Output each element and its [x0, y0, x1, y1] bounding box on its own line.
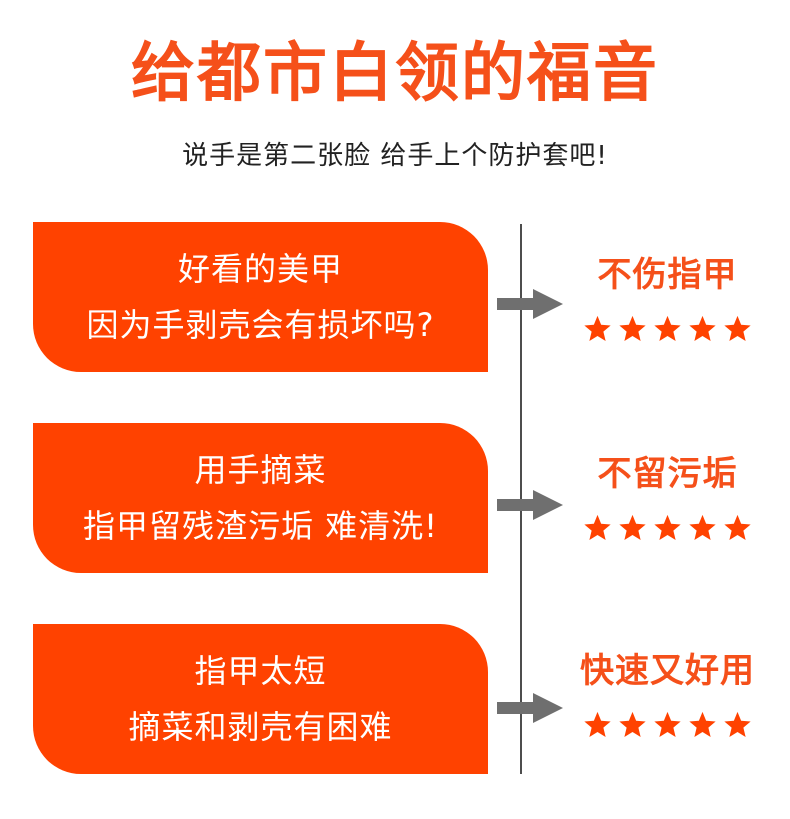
star-icon — [724, 315, 751, 341]
problem-detail: 摘菜和剥壳有困难 — [128, 708, 393, 746]
star-rating — [565, 513, 770, 543]
problem-card: 好看的美甲 因为手剥壳会有损坏吗? — [33, 222, 488, 372]
benefit-label: 快速又好用 — [580, 651, 755, 691]
benefit-block: 不伤指甲 — [565, 258, 770, 344]
arrow-right-icon — [497, 289, 563, 319]
star-icon — [619, 315, 646, 341]
problem-card: 指甲太短 摘菜和剥壳有困难 — [33, 624, 488, 774]
page-subtitle: 说手是第二张脸 给手上个防护套吧! — [182, 141, 608, 171]
problem-detail: 因为手剥壳会有损坏吗? — [86, 306, 435, 344]
star-icon — [689, 711, 716, 737]
star-icon — [724, 514, 751, 540]
star-icon — [724, 711, 751, 737]
star-icon — [584, 315, 611, 341]
arrow-right-icon — [497, 490, 563, 520]
star-icon — [654, 514, 681, 540]
star-rating — [565, 314, 770, 344]
star-icon — [689, 315, 716, 341]
star-rating — [565, 710, 770, 740]
star-icon — [619, 711, 646, 737]
benefit-block: 不留污垢 — [565, 457, 770, 543]
benefit-label: 不伤指甲 — [597, 255, 738, 295]
arrow-right-icon — [497, 693, 563, 723]
star-icon — [584, 711, 611, 737]
star-icon — [584, 514, 611, 540]
problem-card: 用手摘菜 指甲留残渣污垢 难清洗! — [33, 423, 488, 573]
problem-heading: 用手摘菜 — [194, 451, 327, 489]
star-icon — [654, 711, 681, 737]
page-title: 给都市白领的福音 — [131, 37, 659, 111]
problem-detail: 指甲留残渣污垢 难清洗! — [82, 507, 438, 545]
problem-heading: 指甲太短 — [194, 652, 327, 690]
star-icon — [689, 514, 716, 540]
problem-heading: 好看的美甲 — [177, 250, 343, 288]
benefit-block: 快速又好用 — [565, 654, 770, 740]
star-icon — [619, 514, 646, 540]
benefit-label: 不留污垢 — [597, 454, 738, 494]
star-icon — [654, 315, 681, 341]
